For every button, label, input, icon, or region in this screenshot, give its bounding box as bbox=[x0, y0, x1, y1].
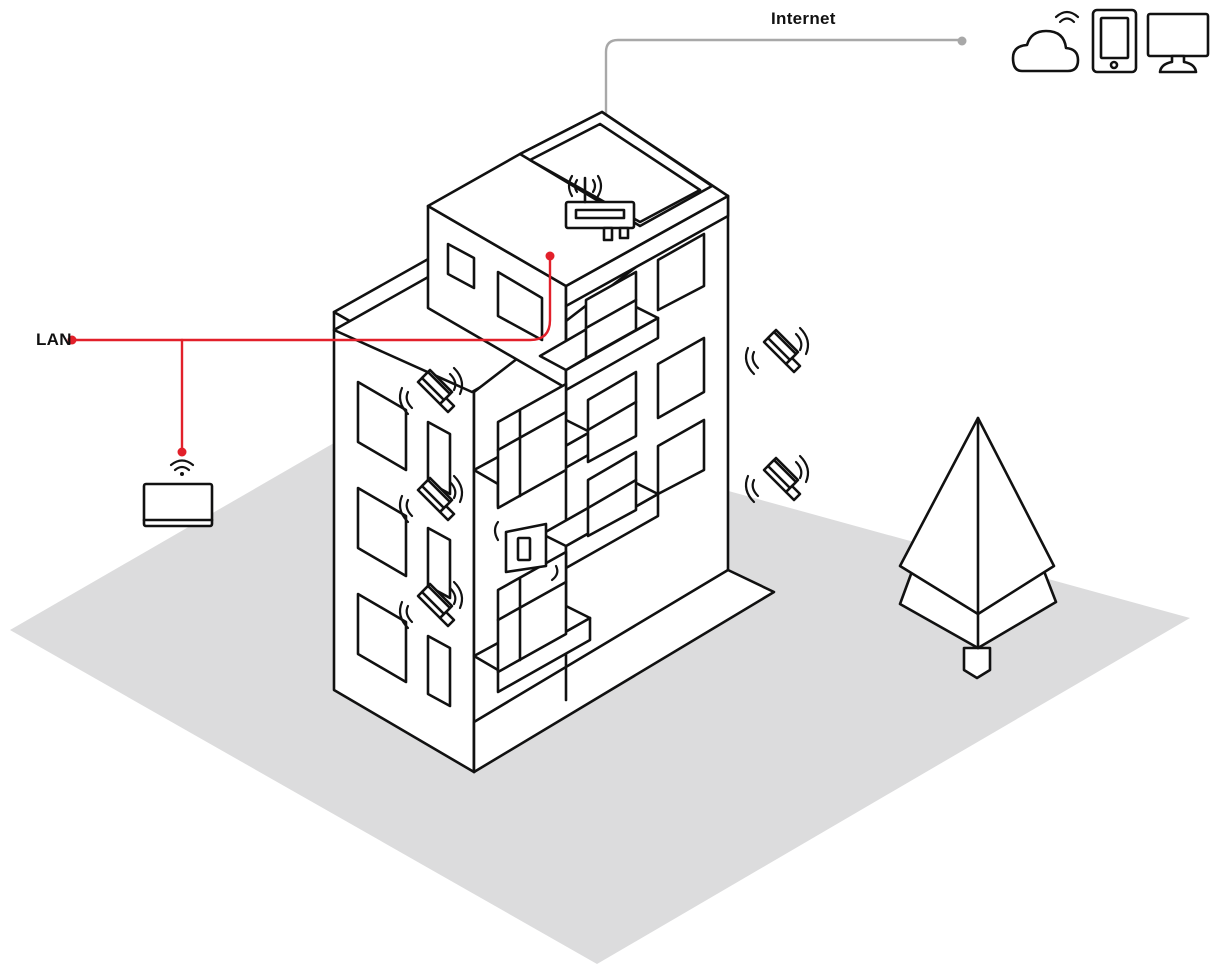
gateway-router-icon bbox=[564, 174, 636, 242]
laptop-icon bbox=[142, 459, 214, 528]
cloud-wifi-icon bbox=[1011, 10, 1080, 73]
internet-cable bbox=[604, 36, 967, 162]
pine-tree-icon bbox=[898, 416, 1058, 680]
lan-label: LAN bbox=[36, 330, 72, 349]
smartphone-icon bbox=[1091, 8, 1138, 74]
wall-switch-icon bbox=[493, 520, 559, 582]
internet-label: Internet bbox=[771, 9, 836, 28]
desktop-monitor-icon bbox=[1146, 12, 1210, 74]
wireless-sensor-icon bbox=[744, 454, 810, 504]
wireless-sensor-icon bbox=[744, 326, 810, 376]
building bbox=[332, 110, 776, 774]
lan-cable bbox=[67, 251, 555, 457]
